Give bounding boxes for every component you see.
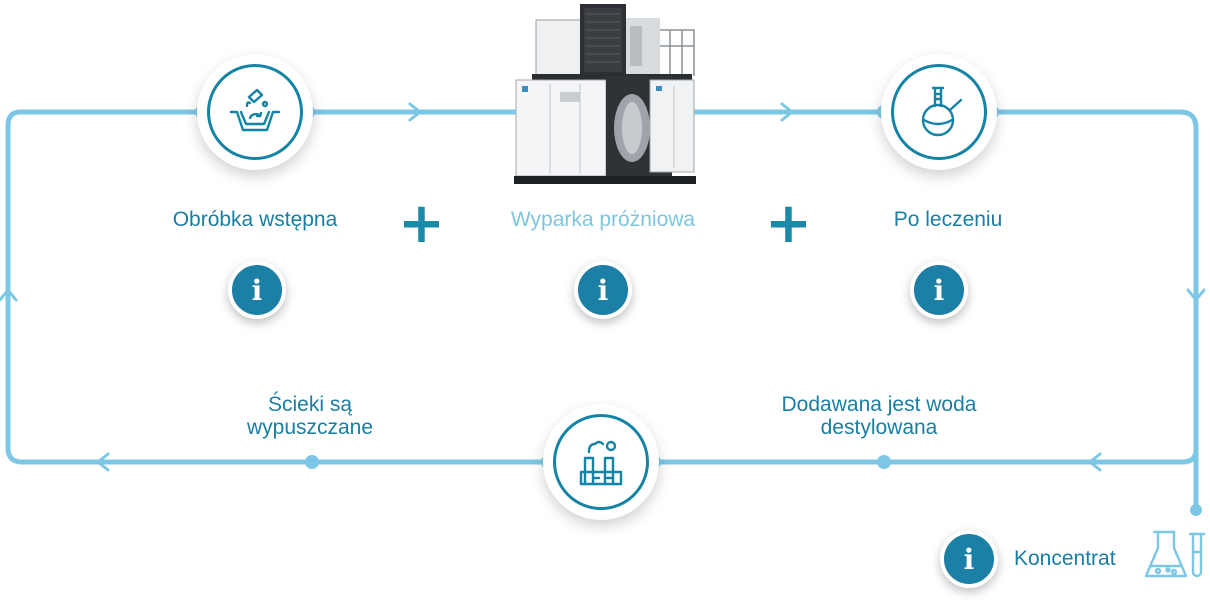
evaporator-label: Wyparka próżniowa — [510, 208, 696, 231]
concentrate-label: Koncentrat — [1014, 547, 1116, 570]
arrow-up — [0, 288, 18, 302]
arrow-right-2 — [780, 102, 794, 122]
evaporator-info-button[interactable]: i — [574, 261, 632, 319]
lab-glassware-icon — [1144, 530, 1206, 578]
discharge-text: Ścieki są wypuszczane — [246, 393, 374, 439]
concentrate-info-button[interactable]: i — [940, 530, 998, 588]
posttreatment-label: Po leczeniu — [893, 208, 1003, 231]
posttreatment-info-button[interactable]: i — [910, 261, 968, 319]
pretreatment-basin-icon — [229, 88, 281, 132]
arrow-right-1 — [408, 102, 422, 122]
arrow-down — [1186, 288, 1206, 302]
plus-sign-right: + — [765, 191, 812, 256]
distilled-water-label: Dodawana jest woda destylowana — [760, 393, 998, 439]
posttreatment-node — [881, 54, 997, 170]
dot — [1190, 504, 1202, 516]
left-flow-line — [5, 109, 25, 465]
arrow-left-1 — [1088, 452, 1102, 472]
plus-sign-left: + — [398, 191, 445, 256]
factory-icon — [579, 440, 623, 486]
right-flow-line — [1177, 109, 1199, 465]
pretreatment-label: Obróbka wstępna — [172, 208, 338, 231]
pretreatment-node — [197, 54, 313, 170]
distilled-water-text: Dodawana jest woda destylowana — [781, 393, 977, 439]
arrow-left-2 — [96, 452, 110, 472]
vacuum-evaporator-machine — [514, 4, 696, 184]
pretreatment-info-button[interactable]: i — [228, 261, 286, 319]
dot — [305, 455, 319, 469]
factory-node — [543, 404, 659, 520]
round-flask-icon — [921, 86, 963, 137]
discharge-label: Ścieki są wypuszczane — [210, 393, 410, 439]
dot — [877, 455, 891, 469]
